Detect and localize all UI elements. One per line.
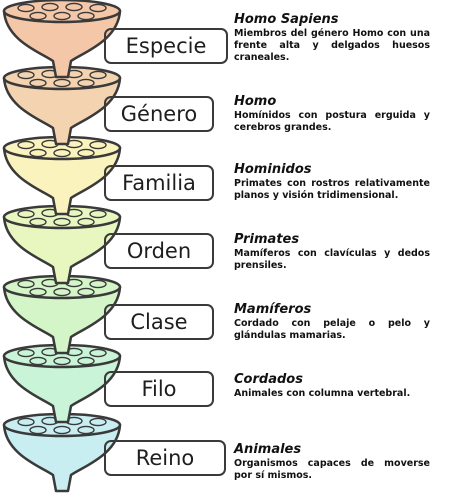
funnel-hole	[17, 140, 35, 150]
funnel-hole	[77, 217, 95, 227]
funnel-body	[2, 423, 122, 493]
description-title: Hominidos	[234, 162, 312, 177]
funnel-hole	[29, 425, 47, 435]
description-reino: Animales Organismos capaces de moverse p…	[234, 442, 430, 482]
funnel-hole	[65, 2, 83, 12]
funnel-hole	[89, 417, 107, 427]
rank-label-orden: Orden	[104, 233, 214, 269]
description-clase: Mamíferos Cordado con pelaje o pelo y gl…	[234, 302, 430, 342]
funnel-body	[2, 76, 122, 146]
rank-label-genero: Género	[104, 96, 214, 132]
funnel-hole	[53, 11, 71, 21]
funnel-hole	[89, 70, 107, 80]
funnel-hole	[77, 425, 95, 435]
funnel-hole	[17, 3, 35, 13]
funnel-hole	[89, 209, 107, 219]
rank-label-clase: Clase	[104, 304, 214, 340]
description-title: Animales	[234, 442, 302, 457]
description-title: Mamíferos	[234, 302, 312, 317]
funnel-hole	[77, 356, 95, 366]
funnel-hole	[29, 78, 47, 88]
description-text: Cordado con pelaje o pelo y glándulas ma…	[234, 318, 430, 341]
rank-label-filo: Filo	[104, 371, 214, 407]
funnel-2	[2, 65, 122, 146]
description-title: Cordados	[234, 372, 303, 387]
funnel-hole	[53, 148, 71, 158]
description-title: Homo Sapiens	[234, 12, 339, 27]
funnel-hole	[53, 356, 71, 366]
funnel-hole	[89, 348, 107, 358]
description-orden: Primates Mamíferos con clavículas y dedo…	[234, 232, 430, 272]
description-especie: Homo Sapiens Miembros del género Homo co…	[234, 12, 430, 64]
description-text: Primates con rostros relativamente plano…	[234, 178, 430, 201]
funnel-body	[2, 215, 122, 285]
description-text: Homínidos con postura erguida y cerebros…	[234, 110, 430, 133]
funnel-hole	[41, 2, 59, 12]
funnel-hole	[29, 11, 47, 21]
funnel-hole	[53, 425, 71, 435]
description-text: Miembros del género Homo con una frente …	[234, 28, 430, 63]
funnel-hole	[89, 3, 107, 13]
funnel-hole	[77, 11, 95, 21]
funnel-hole	[17, 279, 35, 289]
funnel-hole	[89, 140, 107, 150]
funnel-hole	[17, 70, 35, 80]
description-genero: Homo Homínidos con postura erguida y cer…	[234, 94, 430, 134]
funnel-hole	[17, 209, 35, 219]
description-text: Organismos capaces de moverse por sí mis…	[234, 458, 430, 481]
funnel-body	[2, 9, 122, 79]
funnel-7	[2, 412, 122, 493]
funnel-hole	[53, 78, 71, 88]
description-title: Primates	[234, 232, 300, 247]
rank-label-familia: Familia	[104, 165, 214, 201]
description-familia: Hominidos Primates con rostros relativam…	[234, 162, 430, 202]
rank-label-reino: Reino	[104, 440, 226, 476]
description-text: Mamíferos con clavículas y dedos prensil…	[234, 248, 430, 271]
funnel-hole	[17, 348, 35, 358]
funnel-hole	[29, 217, 47, 227]
funnel-6	[2, 343, 122, 424]
funnel-hole	[77, 78, 95, 88]
funnel-hole	[53, 217, 71, 227]
funnel-hole	[29, 287, 47, 297]
funnel-hole	[77, 287, 95, 297]
funnel-body	[2, 285, 122, 355]
description-filo: Cordados Animales con columna vertebral.	[234, 372, 430, 400]
description-title: Homo	[234, 94, 277, 109]
description-text: Animales con columna vertebral.	[234, 388, 411, 399]
funnel-hole	[17, 417, 35, 427]
funnel-hole	[29, 148, 47, 158]
funnel-body	[2, 354, 122, 424]
funnel-5	[2, 274, 122, 355]
funnel-hole	[53, 287, 71, 297]
funnel-3	[2, 135, 122, 216]
funnel-hole	[77, 148, 95, 158]
rank-label-especie: Especie	[104, 28, 228, 64]
funnel-4	[2, 204, 122, 285]
funnel-hole	[89, 279, 107, 289]
funnel-1	[2, 0, 122, 79]
funnel-body	[2, 146, 122, 216]
funnel-hole	[29, 356, 47, 366]
